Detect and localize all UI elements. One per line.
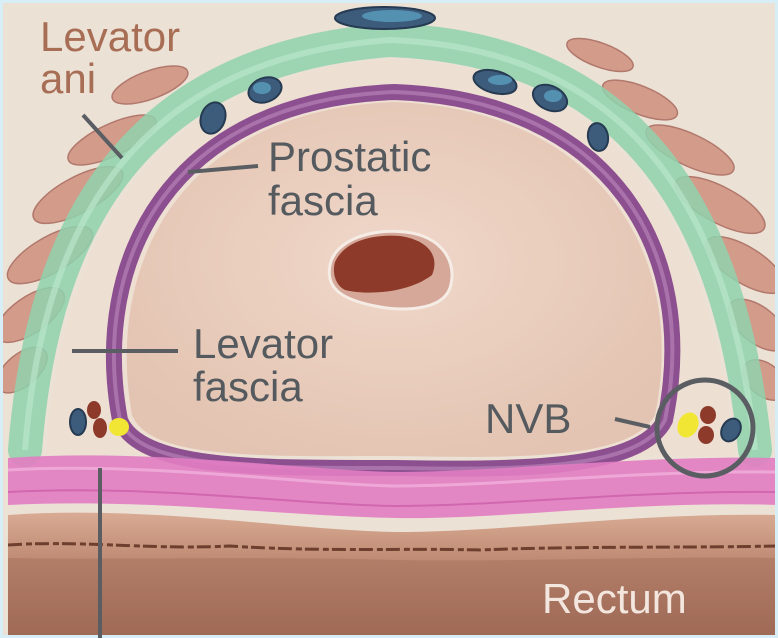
rectum-label: Rectum <box>542 578 687 620</box>
levator-fascia-label-line2: fascia <box>193 366 303 408</box>
nvb-label: NVB <box>485 398 571 440</box>
prostatic-fascia-label-line1: Prostatic <box>268 136 431 178</box>
prostatic-fascia-label-line2: fascia <box>268 180 378 222</box>
levator-ani-label-line1: Levator <box>40 16 180 58</box>
urethra <box>329 231 452 309</box>
levator-ani-label-line2: ani <box>40 58 96 100</box>
levator-fascia-label-line1: Levator <box>193 323 333 365</box>
